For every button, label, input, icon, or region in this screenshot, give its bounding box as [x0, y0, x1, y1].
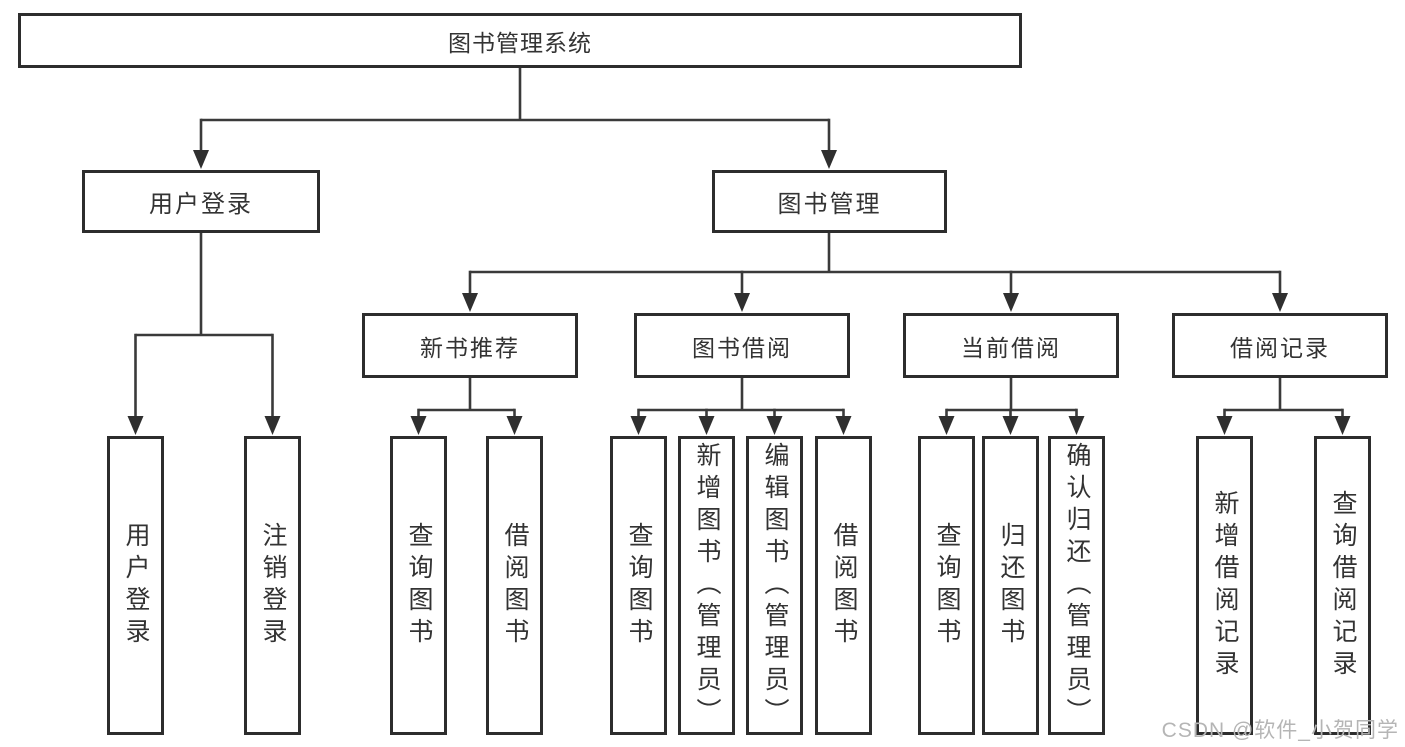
- node-borrow-records: 借阅记录: [1172, 313, 1388, 378]
- node-leaf-query-books-recommend: 查询图书: [390, 436, 447, 735]
- node-user-login: 用户登录: [82, 170, 320, 233]
- node-new-book-recommend: 新书推荐: [362, 313, 578, 378]
- node-root: 图书管理系统: [18, 13, 1022, 68]
- node-leaf-confirm-return-admin: 确认归还（管理员）: [1048, 436, 1105, 735]
- node-book-management: 图书管理: [712, 170, 947, 233]
- node-leaf-borrow-books: 借阅图书: [815, 436, 872, 735]
- node-leaf-user-login: 用户登录: [107, 436, 164, 735]
- connector-root-to-level2: [199, 68, 831, 153]
- node-leaf-add-books-admin: 新增图书（管理员）: [678, 436, 735, 735]
- node-book-borrow: 图书借阅: [634, 313, 850, 378]
- node-current-borrow: 当前借阅: [903, 313, 1119, 378]
- node-leaf-borrow-books-recommend: 借阅图书: [486, 436, 543, 735]
- node-leaf-query-books-current: 查询图书: [918, 436, 975, 735]
- node-leaf-logout: 注销登录: [244, 436, 301, 735]
- node-leaf-query-books-borrow: 查询图书: [610, 436, 667, 735]
- connector-book-borrow-to-leaves: [637, 378, 845, 420]
- node-leaf-return-books: 归还图书: [982, 436, 1039, 735]
- csdn-watermark: CSDN @软件_小贺同学: [1161, 719, 1399, 742]
- connector-book-management-to-level3: [468, 233, 1282, 296]
- connector-new-book-recommend-to-leaves: [417, 378, 516, 420]
- connector-user-login-to-leaves: [134, 233, 274, 420]
- connector-borrow-records-to-leaves: [1223, 378, 1344, 420]
- node-leaf-query-borrow-record: 查询借阅记录: [1314, 436, 1371, 735]
- connector-current-borrow-to-leaves: [945, 378, 1078, 420]
- node-leaf-edit-books-admin: 编辑图书（管理员）: [746, 436, 803, 735]
- node-leaf-add-borrow-record: 新增借阅记录: [1196, 436, 1253, 735]
